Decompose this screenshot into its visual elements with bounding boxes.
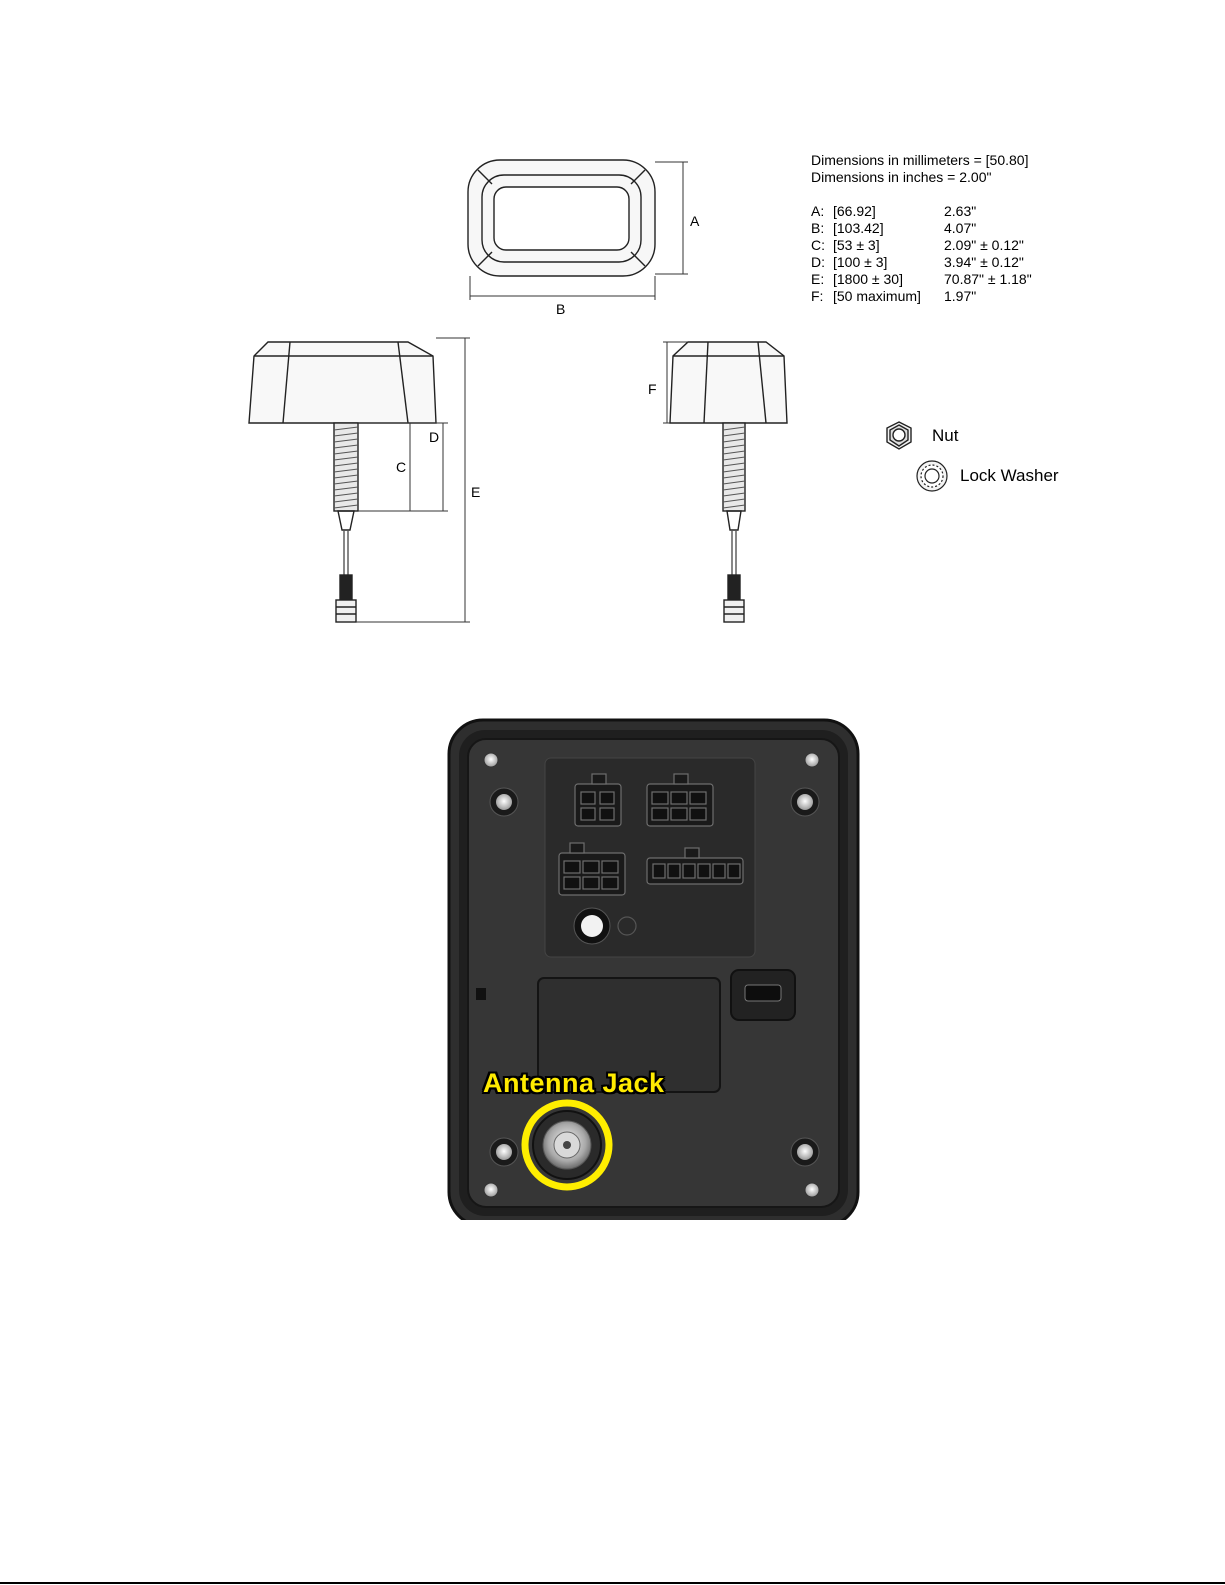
antenna-jack-callout: Antenna Jack xyxy=(483,1068,665,1099)
dim-label-d: D xyxy=(429,429,439,445)
antenna-side-view xyxy=(249,342,436,622)
dim-label-f: F xyxy=(648,381,657,397)
antenna-top-view xyxy=(468,160,655,276)
antenna-front-view xyxy=(670,342,787,622)
nut-icon xyxy=(887,422,911,449)
device-back-panel xyxy=(0,660,1225,1220)
dimension-b xyxy=(470,276,655,300)
dim-label-c: C xyxy=(396,459,406,475)
dimension-a xyxy=(655,162,688,274)
antenna-dimension-drawing: A B xyxy=(0,0,1225,660)
nut-label: Nut xyxy=(932,426,958,446)
dim-label-b: B xyxy=(556,301,565,317)
antenna-jack-icon xyxy=(525,1103,609,1187)
lock-washer-label: Lock Washer xyxy=(960,466,1059,486)
page-bottom-rule xyxy=(0,1582,1225,1584)
dim-label-a: A xyxy=(690,213,700,229)
dim-label-e: E xyxy=(471,484,480,500)
lock-washer-icon xyxy=(917,461,947,491)
